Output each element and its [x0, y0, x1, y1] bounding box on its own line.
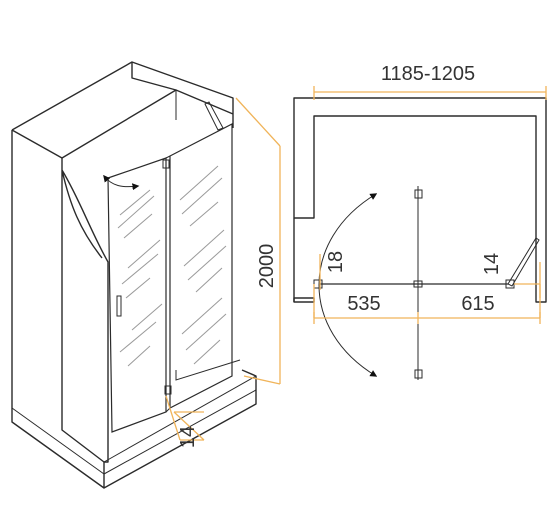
panel-dimensions: 535 615	[313, 284, 541, 324]
hinge-gap-dimension: 18	[319, 251, 347, 290]
plan-swing-arc	[318, 193, 378, 377]
bottom-gap-label: 14	[177, 426, 199, 448]
overall-width-label: 1185-1205	[381, 63, 475, 85]
plan-view: 1185-1205 535 615 18 14	[293, 63, 547, 380]
swing-arrow	[103, 174, 140, 191]
perspective-view: 2000 14	[11, 61, 281, 489]
support-bar	[204, 101, 224, 131]
wall-gap-dimension: 14	[481, 253, 541, 298]
hinge-gap-label: 18	[325, 251, 347, 273]
glass-reflection-hatch	[117, 165, 227, 367]
wall-gap-label: 14	[481, 253, 503, 275]
overall-width-dimension: 1185-1205	[313, 63, 547, 100]
front-column	[61, 158, 109, 463]
plan-support-bar	[507, 237, 540, 287]
top-hinge	[162, 159, 170, 169]
base-plinth	[11, 375, 257, 475]
door-handle	[116, 295, 122, 317]
height-label: 2000	[256, 244, 278, 289]
right-panel-label: 615	[461, 293, 494, 315]
left-panel-label: 535	[347, 293, 380, 315]
door-glass-panel	[169, 123, 233, 409]
height-dimension: 2000	[235, 97, 281, 385]
rear-corner	[175, 90, 241, 381]
plan-door-top-hinge	[414, 189, 423, 199]
niche-outline	[11, 61, 257, 489]
fixed-glass-panel	[107, 157, 167, 433]
bottom-hinge	[164, 385, 172, 395]
bottom-gap-dimension: 14	[165, 395, 205, 448]
door-edge	[165, 155, 171, 413]
plan-door-bottom-hinge	[414, 369, 423, 379]
